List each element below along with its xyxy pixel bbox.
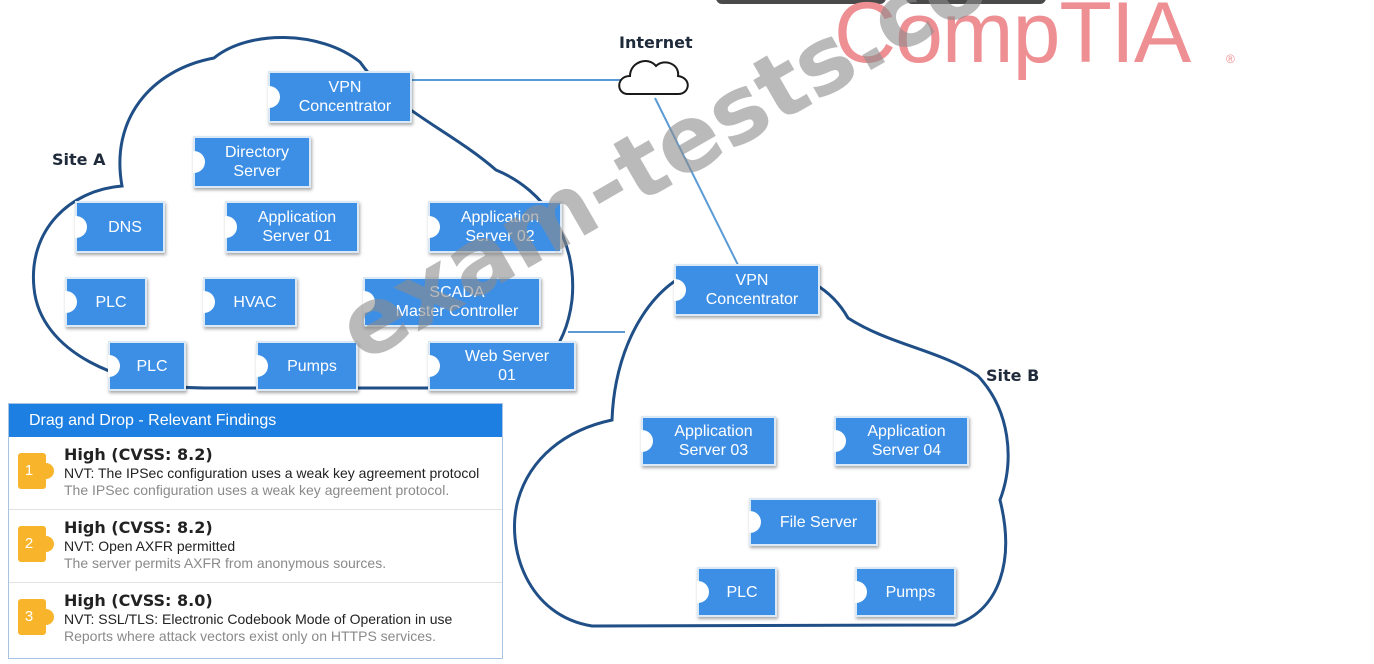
node-label: Directory Server	[224, 144, 289, 180]
site-b-plc[interactable]: PLC	[697, 567, 777, 617]
site-a-pumps[interactable]: Pumps	[256, 341, 358, 391]
finding-number: 1	[24, 462, 34, 479]
site-b-label: Site B	[986, 366, 1040, 385]
node-label: DNS	[108, 218, 142, 236]
connector-notch	[75, 216, 87, 238]
finding-item-1[interactable]: 1 High (CVSS: 8.2) NVT: The IPSec config…	[9, 437, 502, 510]
node-label: VPN Concentrator	[298, 79, 392, 115]
finding-severity: High (CVSS: 8.2)	[64, 445, 213, 464]
connector-notch	[641, 430, 653, 452]
site-a-scada-master-controller[interactable]: SCADA Master Controller	[363, 277, 541, 327]
connector-notch	[697, 581, 709, 603]
node-label: File Server	[779, 513, 858, 531]
puzzle-piece-icon	[18, 526, 54, 562]
connector-notch	[256, 355, 268, 377]
connector-notch	[834, 430, 846, 452]
finding-nvt: NVT: SSL/TLS: Electronic Codebook Mode o…	[64, 611, 453, 627]
connector-notch	[428, 216, 440, 238]
top-toolbar-fragment-left	[716, 0, 886, 4]
site-b-pumps[interactable]: Pumps	[855, 567, 956, 617]
site-a-cloud	[31, 36, 575, 390]
finding-nvt: NVT: Open AXFR permitted	[64, 538, 236, 554]
finding-severity: High (CVSS: 8.0)	[64, 591, 213, 610]
node-label: Application Server 02	[460, 209, 540, 245]
node-label: Pumps	[885, 583, 936, 601]
connector-notch	[268, 86, 280, 108]
node-label: Application Server 03	[674, 423, 753, 459]
site-a-vpn-concentrator[interactable]: VPN Concentrator	[268, 71, 412, 123]
site-a-directory-server[interactable]: Directory Server	[193, 136, 311, 188]
finding-nvt: NVT: The IPSec configuration uses a weak…	[64, 465, 480, 481]
site-b-vpn-concentrator[interactable]: VPN Concentrator	[674, 264, 820, 316]
node-label: PLC	[726, 583, 758, 601]
site-a-label: Site A	[52, 150, 106, 169]
puzzle-piece-icon	[18, 453, 54, 489]
connector-notch	[749, 511, 761, 533]
node-label: PLC	[95, 293, 127, 311]
finding-item-3[interactable]: 3 High (CVSS: 8.0) NVT: SSL/TLS: Electro…	[9, 583, 502, 656]
node-label: Pumps	[287, 357, 337, 375]
connector-notch	[674, 279, 686, 301]
comptia-logo: CompTIA	[834, 0, 1191, 81]
node-label: Web Server 01	[464, 348, 550, 384]
connector-notch	[203, 291, 215, 313]
registered-mark: ®	[1226, 52, 1235, 66]
connector-notch	[363, 291, 375, 313]
internet-label: Internet	[619, 33, 693, 52]
relevant-findings-panel: Drag and Drop - Relevant Findings 1 High…	[8, 403, 503, 659]
finding-number: 2	[24, 535, 34, 552]
connector-notch	[108, 355, 120, 377]
node-label: Application Server 01	[257, 209, 337, 245]
connector-notch	[193, 151, 205, 173]
panel-title: Drag and Drop - Relevant Findings	[9, 404, 502, 437]
finding-description: The IPSec configuration uses a weak key …	[64, 482, 450, 498]
node-label: Application Server 04	[867, 423, 946, 459]
puzzle-piece-icon	[18, 599, 54, 635]
connector-notch	[65, 291, 77, 313]
finding-number: 3	[24, 608, 34, 625]
connector-notch	[855, 581, 867, 603]
connector-notch	[428, 355, 440, 377]
node-label: VPN Concentrator	[705, 272, 799, 308]
site-a-plc-1[interactable]: PLC	[65, 277, 147, 327]
node-label: HVAC	[233, 293, 277, 311]
site-a-web-server-01[interactable]: Web Server 01	[428, 341, 576, 391]
finding-item-2[interactable]: 2 High (CVSS: 8.2) NVT: Open AXFR permit…	[9, 510, 502, 583]
site-b-application-server-04[interactable]: Application Server 04	[834, 416, 969, 466]
connector-notch	[225, 216, 237, 238]
site-a-plc-2[interactable]: PLC	[108, 341, 186, 391]
site-a-hvac[interactable]: HVAC	[203, 277, 297, 327]
internet-cloud-icon	[618, 60, 689, 95]
top-toolbar-fragment-right	[906, 0, 1046, 4]
finding-description: The server permits AXFR from anonymous s…	[64, 555, 387, 571]
site-a-application-server-02[interactable]: Application Server 02	[428, 201, 562, 253]
site-b-file-server[interactable]: File Server	[749, 498, 878, 546]
node-label: PLC	[136, 357, 168, 375]
finding-severity: High (CVSS: 8.2)	[64, 518, 213, 537]
node-label: SCADA Master Controller	[395, 284, 519, 320]
site-b-application-server-03[interactable]: Application Server 03	[641, 416, 776, 466]
finding-description: Reports where attack vectors exist only …	[64, 628, 436, 644]
site-a-application-server-01[interactable]: Application Server 01	[225, 201, 359, 253]
site-a-dns[interactable]: DNS	[75, 201, 165, 253]
link-internet-vpn-b	[654, 97, 739, 266]
